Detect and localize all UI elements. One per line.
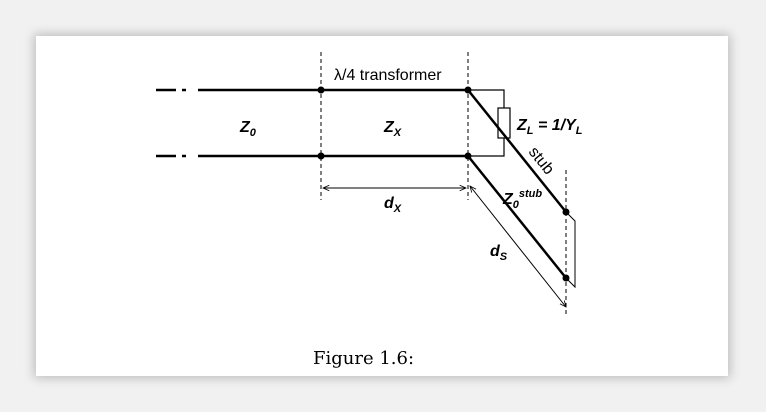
load-lead-bottom: [468, 138, 505, 157]
ds-dimension-arrow: [470, 186, 566, 307]
figure-card: [36, 36, 728, 376]
stub-line-bottom: [467, 155, 567, 279]
load-lead-top: [468, 89, 505, 108]
z0-stub-label: Z0stub: [502, 188, 542, 211]
stub-end-connector: [565, 211, 576, 289]
dx-label: dX: [384, 195, 402, 215]
zl-label: ZL = 1/YL: [516, 117, 583, 137]
figure-caption: Figure 1.6:: [313, 348, 414, 369]
junction-dot: [317, 152, 325, 160]
transformer-label: λ/4 transformer: [334, 67, 442, 84]
z0-label: Z0: [239, 119, 257, 139]
stub-line-top: [467, 89, 567, 213]
zx-label: ZX: [383, 119, 402, 139]
stub-label: stub: [525, 144, 557, 178]
ds-label: dS: [490, 243, 508, 263]
